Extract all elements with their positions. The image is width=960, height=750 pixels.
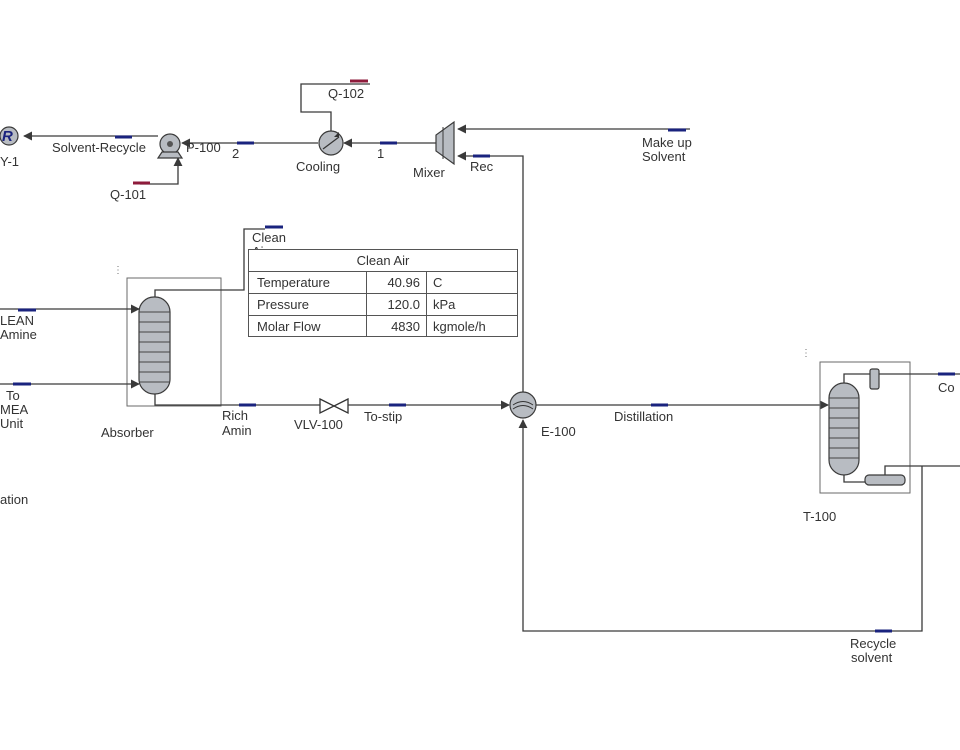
q102-label: Q-102: [328, 86, 364, 101]
rich-label-1: Rich: [222, 408, 248, 423]
lean-label-1: LEAN: [0, 313, 34, 328]
table-row: Pressure 120.0 kPa: [249, 294, 517, 316]
recycle-solvent-pipe: [518, 419, 923, 632]
recycle-label-2: solvent: [851, 650, 893, 665]
condenser-loop: [843, 373, 870, 383]
condenser-icon[interactable]: [869, 368, 880, 390]
row-value: 120.0: [367, 294, 427, 315]
y1-label: Y-1: [0, 154, 19, 169]
row-unit: kPa: [433, 297, 456, 312]
cooling-label: Cooling: [296, 159, 340, 174]
row-value: 4830: [367, 316, 427, 337]
recycle-icon-letter: R: [2, 128, 13, 145]
valve-vlv100-icon[interactable]: [319, 397, 349, 415]
to-stip-label: To-stip: [364, 409, 402, 424]
e100-label: E-100: [541, 424, 576, 439]
q102-line: [300, 83, 370, 131]
clean-air-property-table: Clean Air Temperature 40.96 C Pressure 1…: [248, 249, 518, 337]
lean-label-2: Amine: [0, 327, 37, 342]
to-label-2: MEA: [0, 402, 29, 417]
solvent-recycle-label: Solvent-Recycle: [52, 140, 146, 155]
q101-label: Q-101: [110, 187, 146, 202]
cooling-exchanger-icon[interactable]: [318, 130, 344, 156]
reboiler-icon[interactable]: [864, 474, 906, 486]
q101-line: [140, 157, 183, 185]
absorber-label: Absorber: [101, 425, 154, 440]
makeup-label-2: Solvent: [642, 149, 686, 164]
row-unit: C: [433, 275, 443, 290]
t100-marker-icon: ⋮: [801, 348, 811, 359]
rich-amine-pipe: [154, 394, 320, 406]
row-name: Pressure: [249, 294, 367, 315]
table-title: Clean Air: [249, 250, 517, 272]
absorber-subflowsheet-frame: [126, 277, 222, 407]
table-row: Temperature 40.96 C: [249, 272, 517, 294]
mixer-label: Mixer: [413, 165, 445, 180]
clean-air-pipe: [154, 228, 265, 297]
recycle-label-1: Recycle: [850, 636, 896, 651]
t100-subflowsheet-frame: [819, 361, 911, 494]
row-name: Temperature: [249, 272, 367, 293]
table-row: Molar Flow 4830 kgmole/h: [249, 316, 517, 337]
row-name: Molar Flow: [249, 316, 367, 337]
rich-label-2: Amin: [222, 423, 252, 438]
stream-2-label: 2: [232, 146, 239, 161]
row-unit: kgmole/h: [433, 319, 486, 334]
co-label: Co: [938, 380, 955, 395]
reboiler-vapour: [884, 465, 960, 475]
p100-label: P-100: [186, 140, 221, 155]
heat-exchanger-e100-icon[interactable]: [509, 391, 537, 419]
distillation-column-t100-icon[interactable]: [828, 382, 860, 476]
ation-label: ation: [0, 492, 28, 507]
to-label-1: To: [6, 388, 20, 403]
reboiler-loop: [843, 475, 865, 483]
row-value: 40.96: [367, 272, 427, 293]
to-label-3: Unit: [0, 416, 24, 431]
absorber-marker-icon: ⋮: [113, 265, 123, 276]
vlv100-label: VLV-100: [294, 417, 343, 432]
rec-label: Rec: [470, 159, 494, 174]
recycle-block-icon[interactable]: [0, 126, 19, 146]
makeup-label-1: Make up: [642, 135, 692, 150]
distillation-label: Distillation: [614, 409, 673, 424]
absorber-column-icon[interactable]: [138, 296, 171, 395]
clean-air-label-1: Clean: [252, 230, 286, 245]
t100-label: T-100: [803, 509, 836, 524]
stream-1-label: 1: [377, 146, 384, 161]
pump-p100-icon[interactable]: [156, 133, 184, 159]
mixer-icon[interactable]: [435, 120, 455, 166]
